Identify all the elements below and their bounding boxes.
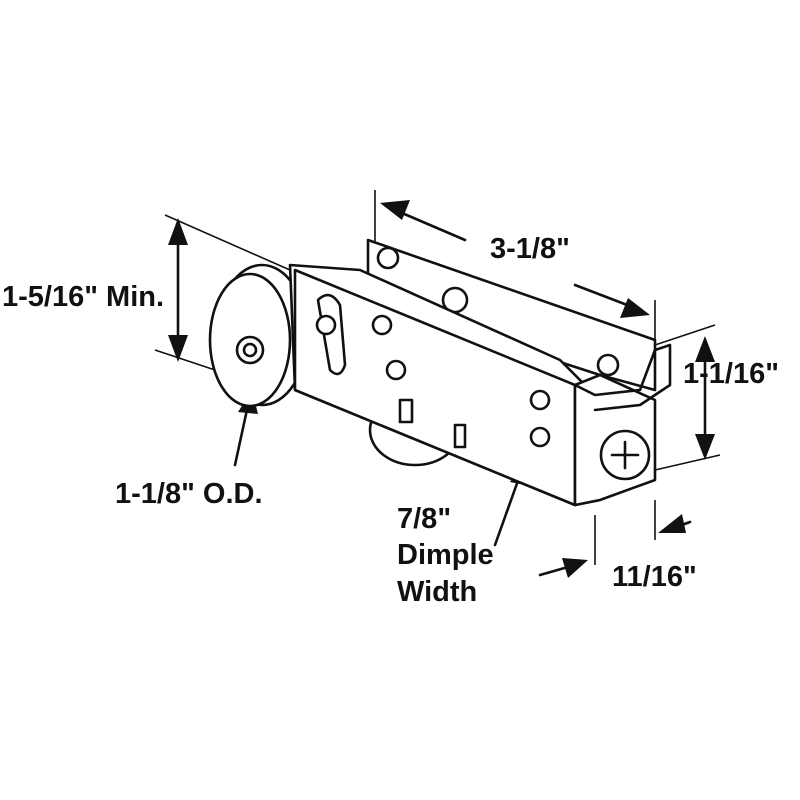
wheel-diameter-label: 1-1/8" O.D. — [115, 478, 263, 510]
dimple-width-value-label: 7/8" — [397, 503, 452, 535]
dimple-width-word2-label: Width — [397, 576, 478, 608]
housing — [288, 263, 672, 507]
housing-height-dimension-label: 1-1/16" — [683, 358, 779, 390]
wheels — [208, 263, 462, 467]
height-min-dimension-label: 1-5/16" Min. — [2, 281, 165, 313]
dimple-width-word1-label: Dimple — [397, 539, 494, 571]
length-dimension-label: 3-1/8" — [490, 233, 570, 265]
back-plate — [366, 238, 657, 392]
housing-width-dimension-label: 11/16" — [612, 561, 697, 593]
